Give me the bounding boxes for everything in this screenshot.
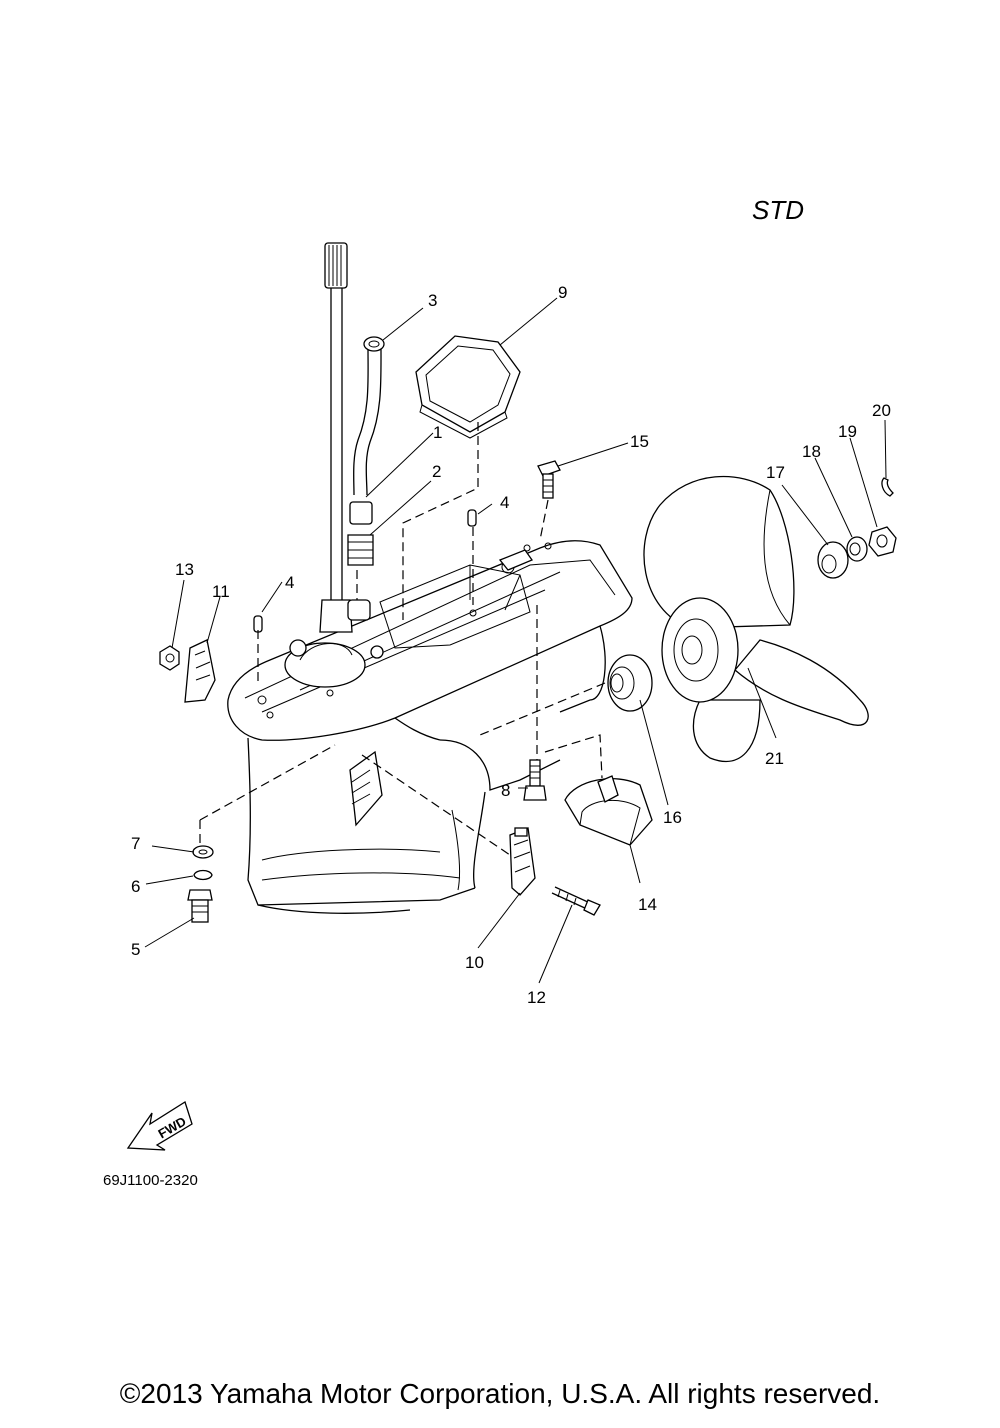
callout: 10 (465, 953, 484, 972)
bolt (537, 460, 561, 499)
callout: 4 (285, 573, 294, 592)
variant-label: STD (752, 195, 804, 225)
nut (868, 526, 897, 557)
leader-lines (144, 297, 887, 984)
diagram-code: 69J1100-2320 (103, 1172, 198, 1189)
drive-shaft (319, 242, 353, 633)
callout: 9 (558, 283, 567, 302)
spacer (817, 541, 849, 579)
washer (846, 536, 868, 562)
callout-labels: 1 2 3 4 4 5 6 7 8 9 10 11 12 13 14 15 16… (131, 283, 891, 1007)
gasket (415, 335, 521, 439)
callout: 15 (630, 432, 649, 451)
dowel-pin (467, 509, 477, 527)
bushing (607, 654, 653, 712)
callout: 6 (131, 877, 140, 896)
anode (564, 775, 653, 846)
bolt (187, 889, 213, 923)
callout: 20 (872, 401, 891, 420)
callout: 1 (433, 423, 442, 442)
washer (192, 845, 214, 859)
callout: 13 (175, 560, 194, 579)
callout: 11 (212, 582, 230, 601)
callout: 14 (638, 895, 657, 914)
callout: 2 (432, 462, 441, 481)
assembly-lines (199, 422, 606, 856)
callout: 21 (765, 749, 784, 768)
callout: 17 (766, 463, 785, 482)
callout: 4 (500, 493, 509, 512)
copyright-notice: ©2013 Yamaha Motor Corporation, U.S.A. A… (119, 1378, 881, 1409)
water-tube (347, 336, 385, 621)
callout: 19 (838, 422, 857, 441)
forward-direction-arrow-icon: FWD (126, 1101, 193, 1151)
bolt (523, 759, 547, 801)
callout: 18 (802, 442, 821, 461)
bolt (551, 886, 601, 916)
callout: 12 (527, 988, 546, 1007)
callout: 5 (131, 940, 140, 959)
trim-tab (509, 827, 536, 896)
lock-washer (193, 869, 213, 881)
callout: 8 (501, 781, 510, 800)
anode (159, 639, 216, 703)
callout: 3 (428, 291, 437, 310)
propeller (643, 475, 869, 763)
lower-casing (227, 540, 633, 914)
cotter-pin (881, 477, 894, 497)
callout: 16 (663, 808, 682, 827)
dowel-pin (253, 615, 263, 633)
callout: 7 (131, 834, 140, 853)
